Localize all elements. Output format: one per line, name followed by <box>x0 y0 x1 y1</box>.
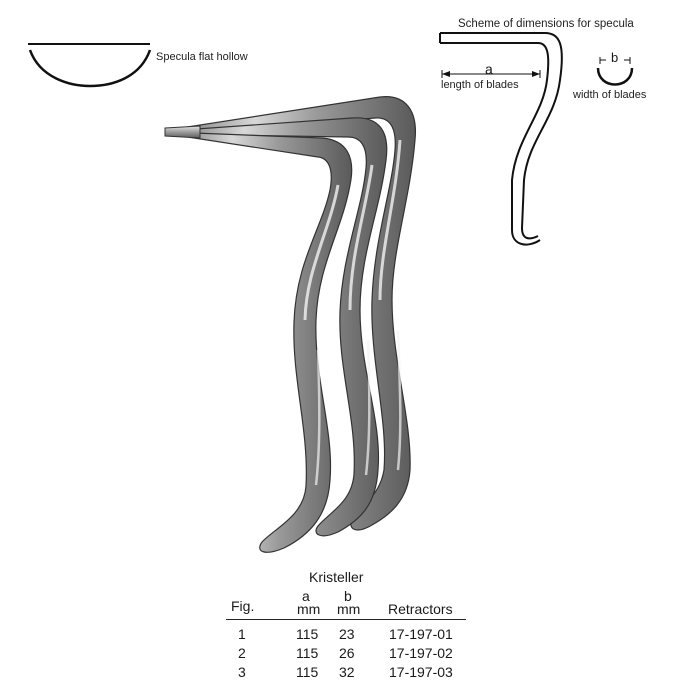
cell-fig: 3 <box>238 664 246 680</box>
dimension-a-letter: a <box>485 61 493 77</box>
column-header-a-unit: mm <box>297 601 321 617</box>
cell-b: 32 <box>339 664 355 680</box>
dimension-b-label: width of blades <box>573 89 647 101</box>
cell-a: 115 <box>296 645 319 661</box>
cell-fig: 2 <box>238 645 246 661</box>
cell-code: 17-197-02 <box>389 645 453 661</box>
product-name: Kristeller <box>309 569 364 585</box>
hollow-label: Specula flat hollow <box>156 51 248 63</box>
cell-b: 23 <box>339 626 355 642</box>
cell-b: 26 <box>339 645 355 661</box>
table-row: 2 115 26 17-197-02 <box>0 645 690 663</box>
column-header-b-unit: mm <box>337 601 361 617</box>
dimension-a-label: length of blades <box>441 79 519 91</box>
cell-code: 17-197-03 <box>389 664 453 680</box>
cell-a: 115 <box>296 664 319 680</box>
table-divider <box>226 619 466 620</box>
column-header-retractors: Retractors <box>388 601 453 617</box>
dimension-b-letter: b <box>611 50 619 65</box>
scheme-title: Scheme of dimensions for specula <box>458 18 634 30</box>
cell-fig: 1 <box>238 626 246 642</box>
cell-a: 115 <box>296 626 319 642</box>
cell-code: 17-197-01 <box>389 626 453 642</box>
column-header-fig: Fig. <box>231 598 255 614</box>
column-header-a-letter: a <box>302 588 310 604</box>
column-header-b-letter: b <box>344 588 352 604</box>
table-row: 1 115 23 17-197-01 <box>0 626 690 644</box>
table-row: 3 115 32 17-197-03 <box>0 664 690 682</box>
